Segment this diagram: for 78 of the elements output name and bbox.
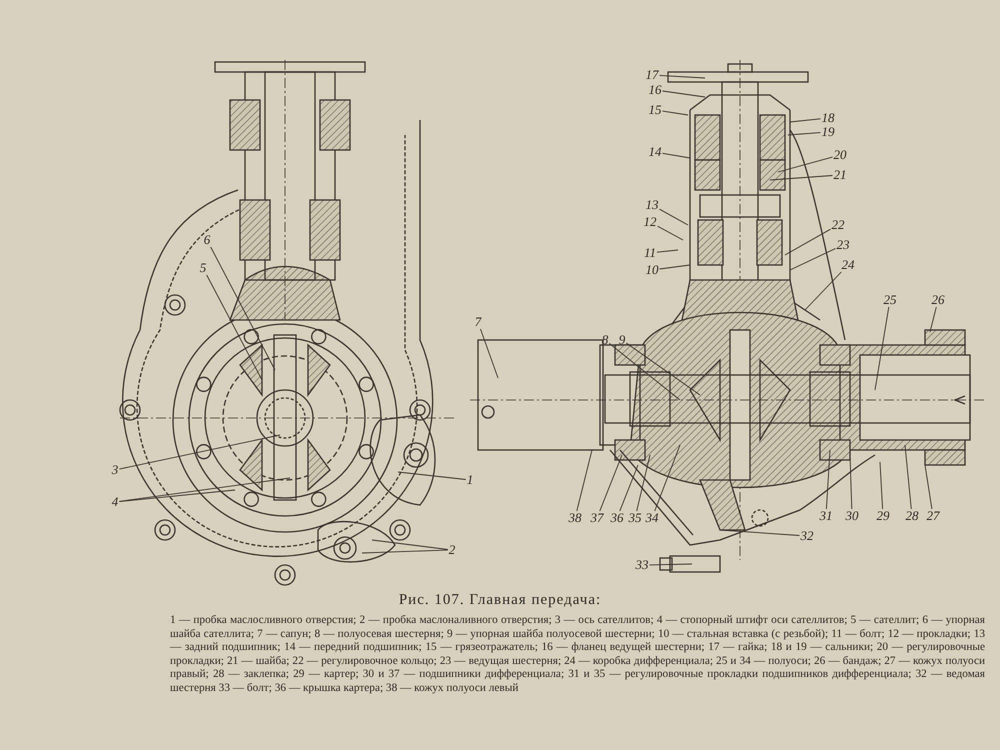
callout-number: 11 [642, 246, 658, 260]
leader-line [210, 246, 276, 370]
callout-number: 21 [832, 168, 848, 182]
leader-line [784, 228, 831, 256]
callout-number: 4 [110, 495, 120, 509]
leader-line [654, 444, 680, 512]
callout-number: 19 [820, 125, 836, 139]
callout-number: 6 [202, 233, 212, 247]
leader-line [362, 550, 448, 554]
callout-number: 20 [832, 148, 848, 162]
leader-line [720, 530, 800, 536]
leader-line [880, 462, 884, 510]
callout-number: 36 [610, 511, 624, 525]
callout-number: 31 [818, 509, 834, 523]
callout-number: 5 [198, 261, 208, 275]
callout-number: 1 [466, 473, 474, 487]
leader-line [636, 454, 650, 512]
leader-line [599, 454, 622, 512]
callout-number: 10 [644, 263, 660, 277]
leader-line [662, 110, 688, 116]
leader-line [372, 540, 448, 550]
leader-line [657, 226, 684, 240]
callout-number: 29 [876, 509, 890, 523]
leader-line [804, 272, 842, 310]
leader-line [608, 342, 680, 400]
callout-number: 33 [634, 558, 650, 572]
leader-line [778, 156, 833, 172]
callout-number: 22 [830, 218, 846, 232]
callout-number: 2 [448, 543, 456, 557]
callout-number: 18 [820, 111, 836, 125]
leader-line [874, 306, 890, 390]
callout-number: 26 [930, 293, 946, 307]
leader-line [930, 306, 937, 332]
callout-number: 28 [904, 509, 920, 523]
callout-number: 15 [648, 103, 662, 117]
leader-line [850, 454, 852, 510]
leader-line [118, 490, 236, 502]
leader-line [924, 464, 932, 510]
leader-line [576, 450, 592, 512]
leader-line [626, 342, 700, 396]
callout-number: 3 [110, 463, 120, 477]
callout-number: 25 [882, 293, 898, 307]
callout-number: 37 [590, 511, 604, 525]
caption: 1 — пробка маслосливного отверстия; 2 — пробка маслоналивного отверстия; 3 — ось сателлитов; 4 — стопорный штифт оси сателлитов; 5 — сателлит; 6 — упорная шайба сателлита; 7 — сапун; 8 — полуосевая шестерня; 9 — упорная шайба полуосевой шестерни; 10 — стальная вставка (с резьбой); 11 — болт; 12 — прокладки; 13 — задний подшипник; 14 — передний подшипник; 15 — грязеотражатель; 16 — фланец ведущей шестерни; 17 — гайка; 18 и 19 — сальники; 20 — регулировочные прокладки; 21 — шайба; 22 — регулировочное кольцо; 23 — ведущая шестерня; 24 — коробка дифференциала; 25 и 34 — полуоси; 26 — бандаж; 27 — кожух полуоси правый; 28 — заклепка; 29 — картер; 30 и 37 — подшипники дифференциала; 31 и 35 — регулировочные прокладки подшипников дифференциала; 32 — ведомая шестерня 33 — болт; 36 — крышка картера; 38 — кожух полуоси левый [170, 614, 985, 695]
callout-number: 14 [648, 145, 662, 159]
leader-line [659, 74, 706, 78]
leader-line [659, 264, 690, 270]
leader-line [619, 464, 638, 512]
callout-number: 32 [800, 529, 814, 543]
callout-number: 23 [836, 238, 850, 252]
leader-line [826, 450, 830, 510]
leader-line [770, 175, 833, 180]
leader-line [662, 152, 690, 158]
leader-line [659, 208, 688, 226]
figure-title: Рис. 107. Главная передача: [398, 592, 602, 609]
callout-number: 9 [618, 333, 626, 347]
leader-line [662, 90, 706, 98]
callout-number: 13 [644, 198, 660, 212]
callout-number: 24 [840, 258, 856, 272]
callout-number: 16 [648, 83, 662, 97]
leader-line [118, 434, 280, 470]
callout-number: 8 [600, 333, 610, 347]
leader-line [398, 472, 466, 480]
leader-line [206, 274, 262, 380]
leader-line [790, 118, 821, 122]
leader-line [904, 444, 912, 510]
callout-number: 35 [628, 511, 642, 525]
leader-line [790, 248, 836, 270]
callout-number: 17 [644, 68, 660, 82]
leader-line [788, 132, 821, 136]
leader-line [656, 250, 678, 253]
leader-line [118, 478, 290, 502]
callout-number: 7 [474, 315, 482, 329]
callout-number: 27 [926, 509, 940, 523]
callout-number: 30 [844, 509, 860, 523]
callout-number: 34 [644, 511, 660, 525]
callout-number: 38 [568, 511, 582, 525]
callout-number: 12 [642, 215, 658, 229]
